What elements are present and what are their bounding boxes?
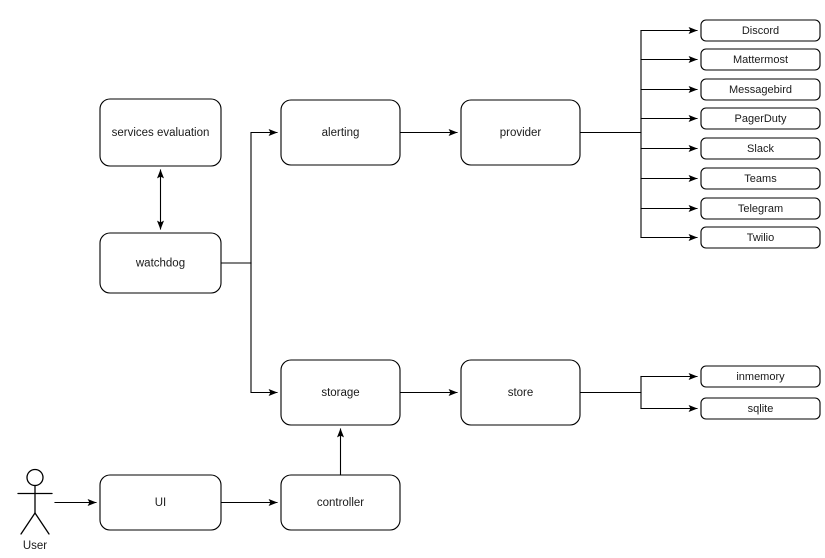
node-store[interactable]: store — [460, 359, 581, 426]
node-store-label: store — [508, 387, 534, 399]
edges-layer — [54, 27, 698, 506]
node-inmemory[interactable]: inmemory — [700, 365, 821, 388]
node-services-evaluation-label: services evaluation — [112, 127, 210, 139]
edge-watchdog-alerting — [250, 129, 278, 264]
node-ui[interactable]: UI — [99, 474, 222, 531]
node-provider-label: provider — [500, 127, 542, 139]
node-services-evaluation-box — [99, 98, 222, 167]
node-alerting-label: alerting — [322, 127, 360, 139]
node-services-evaluation[interactable]: services evaluation — [99, 98, 222, 167]
node-twilio[interactable]: Twilio — [700, 226, 821, 249]
node-slack-label: Slack — [747, 143, 774, 155]
node-twilio-label: Twilio — [747, 232, 775, 244]
node-pagerduty[interactable]: PagerDuty — [700, 107, 821, 130]
node-messagebird-box — [700, 78, 821, 101]
node-teams[interactable]: Teams — [700, 167, 821, 190]
node-sqlite-box — [700, 397, 821, 420]
actor-label: User — [23, 540, 47, 552]
actor-head-icon — [26, 468, 44, 487]
node-watchdog-label: watchdog — [135, 258, 185, 270]
node-mattermost-box — [700, 48, 821, 71]
node-controller[interactable]: controller — [280, 474, 401, 531]
node-ui-box — [99, 474, 222, 531]
node-discord-label: Discord — [742, 25, 779, 37]
node-watchdog-box — [99, 232, 222, 294]
node-sqlite[interactable]: sqlite — [700, 397, 821, 420]
node-teams-box — [700, 167, 821, 190]
node-controller-label: controller — [317, 497, 364, 509]
node-storage[interactable]: storage — [280, 359, 401, 426]
node-ui-label: UI — [155, 497, 167, 509]
node-slack-box — [700, 137, 821, 160]
nodes-layer: services evaluation alerting provider wa… — [99, 19, 821, 531]
node-messagebird[interactable]: Messagebird — [700, 78, 821, 101]
actor-user[interactable]: User — [17, 468, 53, 553]
node-pagerduty-box — [700, 107, 821, 130]
node-inmemory-label: inmemory — [736, 371, 785, 383]
actor-leg-left-icon — [20, 512, 36, 535]
node-storage-box — [280, 359, 401, 426]
node-discord-box — [700, 19, 821, 42]
node-sqlite-label: sqlite — [748, 403, 774, 415]
node-alerting[interactable]: alerting — [280, 99, 401, 166]
node-slack[interactable]: Slack — [700, 137, 821, 160]
node-twilio-box — [700, 226, 821, 249]
node-provider[interactable]: provider — [460, 99, 581, 166]
node-teams-label: Teams — [744, 173, 777, 185]
node-mattermost-label: Mattermost — [733, 54, 788, 66]
node-storage-label: storage — [321, 387, 359, 399]
node-messagebird-label: Messagebird — [729, 84, 792, 96]
node-inmemory-box — [700, 365, 821, 388]
actor-leg-right-icon — [34, 512, 50, 535]
node-telegram[interactable]: Telegram — [700, 197, 821, 220]
node-provider-box — [460, 99, 581, 166]
node-telegram-box — [700, 197, 821, 220]
node-alerting-box — [280, 99, 401, 166]
node-watchdog[interactable]: watchdog — [99, 232, 222, 294]
node-controller-box — [280, 474, 401, 531]
node-pagerduty-label: PagerDuty — [735, 113, 787, 125]
node-mattermost[interactable]: Mattermost — [700, 48, 821, 71]
node-store-box — [460, 359, 581, 426]
node-discord[interactable]: Discord — [700, 19, 821, 42]
edge-watchdog-storage — [250, 262, 278, 396]
node-telegram-label: Telegram — [738, 203, 783, 215]
